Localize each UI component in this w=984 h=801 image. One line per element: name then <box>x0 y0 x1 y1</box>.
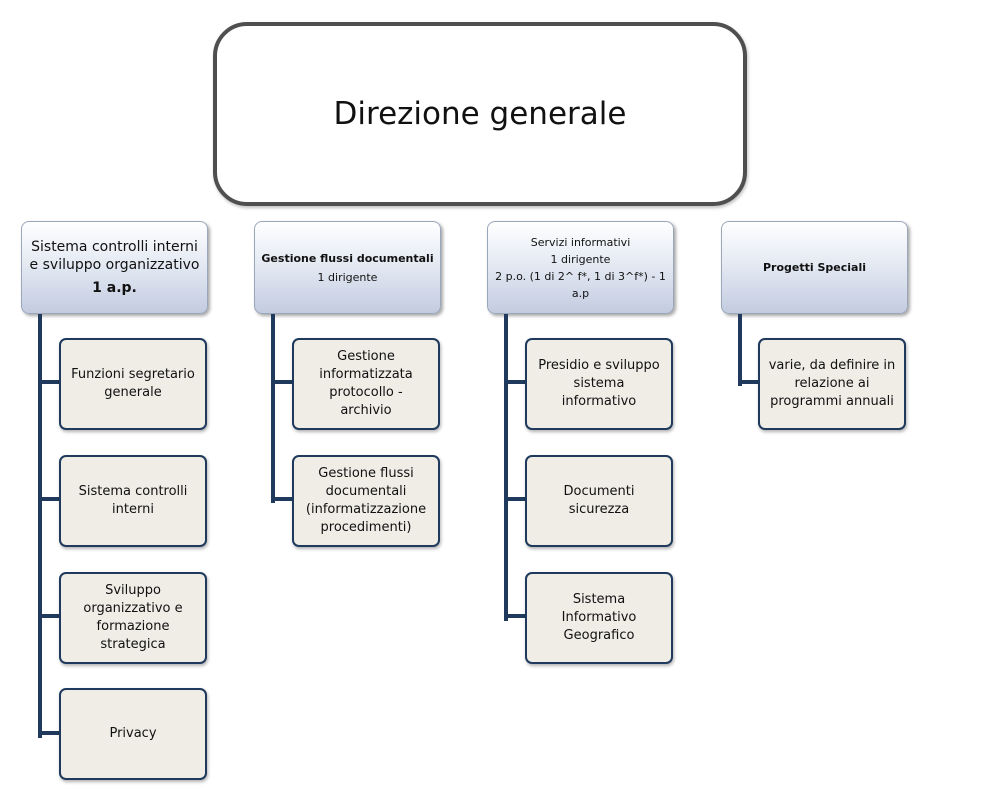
node-documenti-sicurezza: Documenti sicurezza <box>525 455 673 547</box>
header-subtitle-2: 2 p.o. (1 di 2^ f*, 1 di 3^f*) - 1 a.p <box>495 269 666 300</box>
connector-branch <box>504 497 526 501</box>
header-subtitle: 1 a.p. <box>92 279 137 296</box>
header-progetti-speciali: Progetti Speciali <box>721 221 908 314</box>
node-sistema-informativo-geografico: Sistema Informativo Geografico <box>525 572 673 664</box>
node-gestione-informatizzata: Gestione informatizzata protocollo - arc… <box>292 338 440 430</box>
connector-branch <box>38 380 60 384</box>
root-node-direzione-generale: Direzione generale <box>213 22 747 206</box>
connector-branch <box>271 497 293 501</box>
connector-branch <box>38 731 60 735</box>
connector-branch <box>504 380 526 384</box>
connector-branch <box>38 614 60 618</box>
connector-trunk <box>738 314 742 386</box>
header-title: Sistema controlli interni e sviluppo org… <box>29 238 200 273</box>
node-presidio-sviluppo: Presidio e sviluppo sistema informativo <box>525 338 673 430</box>
node-funzioni-segretario: Funzioni segretario generale <box>59 338 207 430</box>
header-title: Gestione flussi documentali <box>261 251 434 265</box>
header-subtitle: 1 dirigente <box>317 270 378 284</box>
node-privacy: Privacy <box>59 688 207 780</box>
connector-branch <box>504 614 526 618</box>
node-sviluppo-organizzativo: Sviluppo organizzativo e formazione stra… <box>59 572 207 664</box>
header-sistema-controlli: Sistema controlli interni e sviluppo org… <box>21 221 208 314</box>
node-varie: varie, da definire in relazione ai progr… <box>758 338 906 430</box>
header-servizi-informativi: Servizi informativi 1 dirigente 2 p.o. (… <box>487 221 674 314</box>
header-gestione-flussi: Gestione flussi documentali 1 dirigente <box>254 221 441 314</box>
header-title: Servizi informativi <box>530 235 631 249</box>
connector-trunk <box>38 314 42 738</box>
header-title: Progetti Speciali <box>762 261 866 274</box>
connector-branch <box>738 380 760 384</box>
root-label: Direzione generale <box>333 96 627 132</box>
header-subtitle: 1 dirigente <box>550 252 611 266</box>
connector-trunk <box>271 314 275 503</box>
node-sistema-controlli-interni: Sistema controlli interni <box>59 455 207 547</box>
connector-branch <box>271 380 293 384</box>
connector-branch <box>38 497 60 501</box>
node-gestione-flussi-documentali: Gestione flussi documentali (informatizz… <box>292 455 440 547</box>
connector-trunk <box>504 314 508 621</box>
